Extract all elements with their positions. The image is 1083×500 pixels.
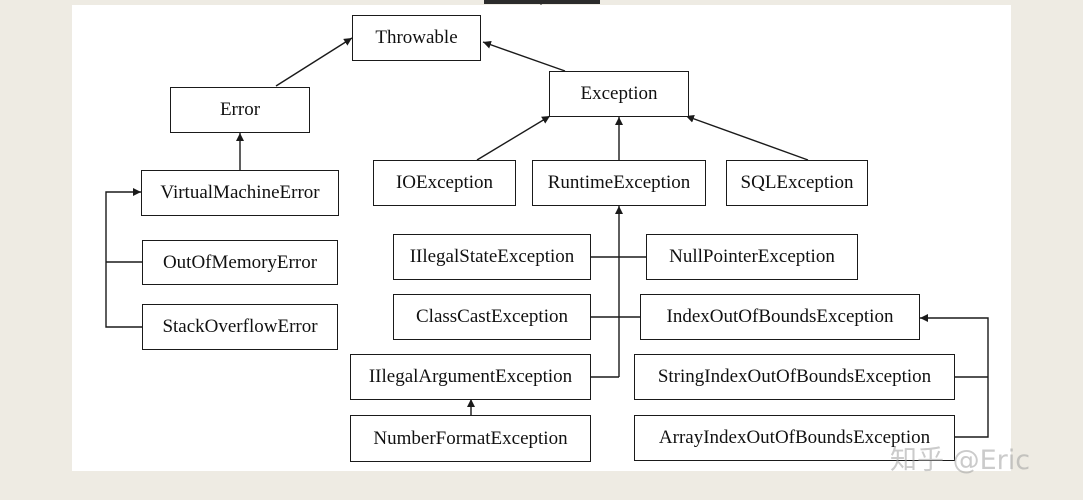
illegal-state-exception-node: IIlegalStateException (393, 234, 591, 280)
stack-overflow-error-node: StackOverflowError (142, 304, 338, 350)
array-index-out-of-bounds-exception-node: ArrayIndexOutOfBoundsException (634, 415, 955, 461)
runtime-exception-node: RuntimeException (532, 160, 706, 206)
top-tab-notch (536, 0, 546, 5)
link-sql-exception (685, 114, 809, 161)
sql-exception-node: SQLException (726, 160, 868, 206)
link-exception-throwable (482, 40, 566, 72)
watermark-text: 知乎 @Eric (890, 445, 1031, 476)
link-error-throwable (275, 37, 353, 87)
exception-node: Exception (549, 71, 689, 117)
virtual-machine-error-node: VirtualMachineError (141, 170, 339, 216)
null-pointer-exception-node: NullPointerException (646, 234, 858, 280)
string-index-out-of-bounds-exception-node: StringIndexOutOfBoundsException (634, 354, 955, 400)
link-io-exception (476, 115, 551, 161)
class-cast-exception-node: ClassCastException (393, 294, 591, 340)
error-node: Error (170, 87, 310, 133)
io-exception-node: IOException (373, 160, 516, 206)
out-of-memory-error-node: OutOfMemoryError (142, 240, 338, 285)
index-out-of-bounds-exception-node: IndexOutOfBoundsException (640, 294, 920, 340)
number-format-exception-node: NumberFormatException (350, 415, 591, 462)
illegal-argument-exception-node: IIlegalArgumentException (350, 354, 591, 400)
link-vme-bracket (105, 188, 142, 328)
throwable-node: Throwable (352, 15, 481, 61)
